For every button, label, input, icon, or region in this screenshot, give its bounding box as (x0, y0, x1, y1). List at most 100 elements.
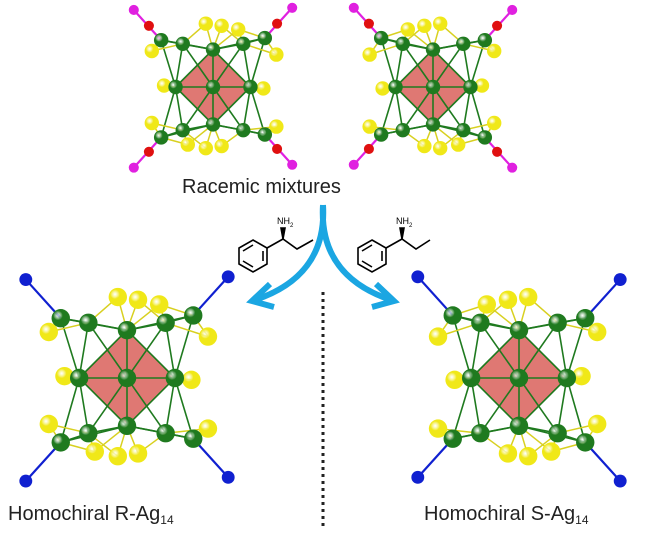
silver-atom (51, 309, 70, 328)
oxygen-atom (363, 18, 374, 29)
silver-atom (557, 368, 577, 388)
ag-ag-bond (394, 48, 434, 88)
terminal-atom (128, 162, 139, 173)
sulfur-atom (144, 115, 159, 131)
ag-ag-bond (59, 377, 80, 443)
sulfur-atom (498, 444, 518, 463)
silver-atom (425, 117, 441, 132)
terminal-atom (507, 162, 518, 173)
silver-atom (548, 313, 567, 332)
ag-ag-bond (174, 86, 184, 131)
sulfur-atom (362, 47, 377, 62)
terminal-atom (128, 4, 139, 15)
silver-atom (168, 79, 183, 95)
silver-atom (509, 368, 529, 388)
terminal-atom (507, 4, 518, 15)
silver-atom (576, 309, 595, 328)
silver-atom (509, 320, 529, 340)
racemic-label: Racemic mixtures (182, 176, 341, 198)
ag-ag-bond (518, 377, 568, 427)
r-ag14-label: Homochiral R-Ag14 (8, 503, 174, 527)
ag-ag-bond (212, 48, 252, 88)
ag-ag-bond (462, 86, 472, 131)
silver-atom (257, 30, 273, 46)
ag-ag-bond (242, 43, 252, 88)
sulfur-atom (588, 414, 607, 434)
silver-atom (79, 313, 98, 332)
silver-atom (443, 429, 462, 448)
sulfur-atom (55, 366, 74, 386)
silver-atom (205, 117, 221, 132)
oxygen-atom (492, 146, 503, 157)
silver-atom (236, 36, 251, 51)
terminal-atom (411, 470, 425, 484)
sulfur-atom (400, 22, 415, 37)
silver-atom (205, 42, 221, 57)
ag-ag-bond (78, 322, 90, 379)
ag-ag-bond (78, 377, 90, 434)
s-ag14-label: Homochiral S-Ag14 (424, 503, 589, 527)
ag-ag-bond (470, 377, 482, 434)
ag-ag-bond (394, 86, 434, 126)
ag-ag-bond (78, 377, 128, 427)
sulfur-atom (519, 287, 538, 307)
sulfur-atom (487, 43, 502, 59)
ag-ag-bond (518, 329, 568, 379)
ag-ag-bond (174, 43, 184, 88)
sulfur-atom (198, 141, 213, 156)
silver-atom (175, 36, 190, 51)
sulfur-atom (487, 115, 502, 131)
left-nh2-label: NH2 (277, 216, 294, 229)
silver-atom (548, 424, 567, 443)
silver-atom (395, 123, 410, 138)
terminal-atom (348, 159, 359, 170)
silver-atom (373, 127, 389, 142)
sulfur-atom (231, 22, 246, 37)
ag-ag-bond (470, 322, 482, 379)
sulfur-atom (519, 447, 538, 466)
silver-atom (69, 368, 89, 388)
ag-ag-bond (174, 315, 195, 379)
silver-atom (243, 79, 258, 95)
ag-ag-bond (451, 315, 472, 379)
terminal-atom (287, 159, 298, 170)
silver-atom (443, 306, 462, 325)
sulfur-atom (108, 287, 128, 307)
ag-ag-bond (164, 377, 176, 434)
ag-ag-bond (556, 322, 568, 379)
silver-atom (425, 79, 441, 95)
sulfur-atom (39, 322, 58, 342)
silver-atom (184, 429, 203, 448)
sulfur-atom (85, 442, 105, 461)
silver-atom (576, 433, 595, 452)
sulfur-atom (433, 141, 448, 156)
sulfur-atom (362, 119, 377, 134)
silver-atom (117, 416, 137, 436)
silver-atom (373, 30, 389, 46)
silver-atom (463, 79, 478, 95)
silver-atom (117, 320, 137, 340)
sulfur-atom (128, 290, 148, 309)
silver-atom (51, 433, 70, 452)
silver-atom (395, 36, 410, 51)
sulfur-atom (182, 370, 201, 390)
ag-ag-bond (126, 329, 176, 379)
silver-atom (153, 130, 169, 145)
oxygen-atom (363, 143, 374, 154)
sulfur-atom (180, 137, 195, 152)
ag-ag-bond (164, 322, 176, 379)
sulfur-atom (417, 18, 432, 33)
ag-ag-bond (566, 377, 587, 443)
silver-atom (156, 313, 175, 332)
terminal-atom (613, 273, 627, 286)
silver-atom (456, 36, 471, 51)
ag-ag-bond (249, 37, 266, 88)
sulfur-atom (428, 419, 448, 438)
sulfur-atom (198, 16, 213, 31)
ag-ag-bond (160, 86, 177, 138)
terminal-atom (348, 2, 359, 13)
sulfur-atom (108, 447, 128, 466)
ag-ag-bond (174, 377, 195, 439)
sulfur-atom (150, 295, 169, 314)
